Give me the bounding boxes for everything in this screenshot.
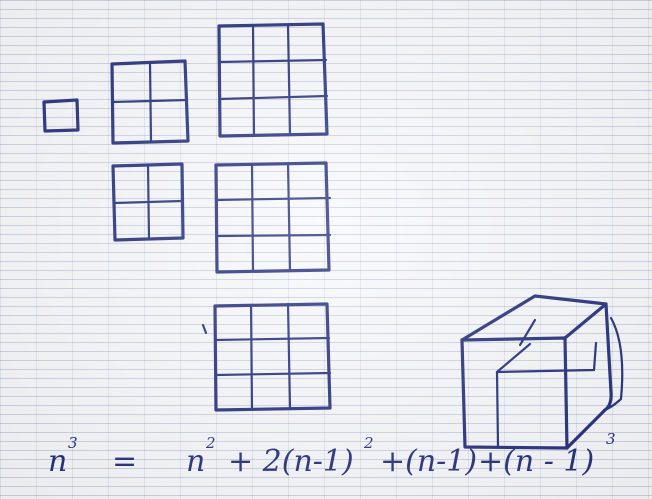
cube-sketch (462, 296, 622, 448)
grid-3x3-bottom (215, 304, 330, 410)
square-1x1 (44, 100, 78, 131)
formula-line: n 3 = n 2 + 2(n-1) 2 +(n-1) +(n - 1) 3 (46, 430, 646, 490)
formula-equals: = (112, 444, 137, 479)
grid-3x3-middle (216, 163, 330, 272)
formula-term2: + 2(n-1) (228, 444, 354, 479)
formula-term4-exponent: 3 (606, 430, 616, 448)
formula-term1-base: n (186, 444, 205, 479)
formula-lhs-exponent: 3 (68, 434, 78, 452)
formula-term1-exponent: 2 (206, 434, 216, 452)
formula-lhs-base: n (48, 444, 67, 479)
grid-2x2-middle (113, 164, 183, 240)
formula-term4: +(n - 1) (478, 444, 594, 479)
grid-2x2-top (112, 61, 188, 143)
formula-term2-exponent: 2 (364, 434, 374, 452)
formula-term3: +(n-1) (380, 444, 477, 479)
grid-3x3-top (219, 24, 327, 136)
stray-pen-mark (203, 325, 206, 333)
